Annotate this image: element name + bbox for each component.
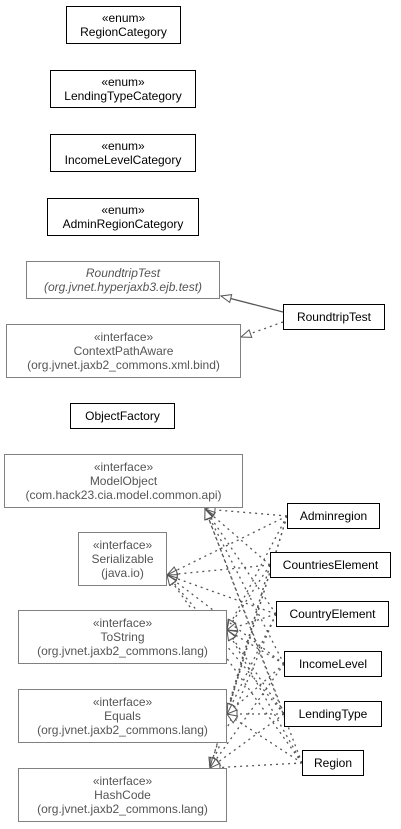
to-string-package: (org.jvnet.jaxb2_commons.lang) xyxy=(37,644,208,658)
model-object-stereotype: «interface» xyxy=(93,460,154,474)
countries-element-implements-model-object-edge xyxy=(205,509,271,566)
roundtrip-test-base-class[interactable]: RoundtripTest (org.jvnet.hyperjaxb3.ejb.… xyxy=(26,261,220,299)
adminregion-name: Adminregion xyxy=(299,509,368,523)
region-category-stereotype: «enum» xyxy=(101,11,146,25)
hash-code-name: HashCode xyxy=(94,788,151,802)
income-level-category-stereotype: «enum» xyxy=(101,139,145,153)
model-object-name: ModelObject xyxy=(89,474,158,488)
country-element-implements-serializable-edge xyxy=(167,575,277,615)
roundtrip-test-context-path-aware-edge xyxy=(241,321,284,337)
country-element-name: CountryElement xyxy=(289,607,376,621)
countries-element-implements-to-string-edge xyxy=(227,564,271,630)
income-level-implements-model-object-edge xyxy=(205,509,285,665)
equals-interface[interactable]: «interface» Equals (org.jvnet.jaxb2_comm… xyxy=(18,689,227,743)
object-factory-class[interactable]: ObjectFactory xyxy=(70,403,175,429)
serializable-package: (java.io) xyxy=(101,566,144,580)
context-path-aware-interface[interactable]: «interface» ContextPathAware (org.jvnet.… xyxy=(6,324,241,378)
region-category-class[interactable]: «enum» RegionCategory xyxy=(66,6,181,44)
adminregion-class[interactable]: Adminregion xyxy=(287,503,380,529)
roundtrip-test-class[interactable]: RoundtripTest xyxy=(283,304,385,330)
region-implements-to-string-edge xyxy=(227,630,303,764)
hash-code-interface[interactable]: «interface» HashCode (org.jvnet.jaxb2_co… xyxy=(18,768,227,822)
context-path-aware-name: ContextPathAware xyxy=(73,344,174,358)
income-level-category-name: IncomeLevelCategory xyxy=(64,153,182,167)
country-element-implements-model-object-edge xyxy=(205,509,277,615)
admin-region-category-name: AdminRegionCategory xyxy=(62,217,184,231)
model-object-package: (com.hack23.cia.model.common.api) xyxy=(25,488,222,502)
roundtrip-test-base-package: (org.jvnet.hyperjaxb3.ejb.test) xyxy=(43,280,203,294)
region-name: Region xyxy=(313,756,353,770)
adminregion-implements-serializable-edge xyxy=(167,515,288,575)
equals-stereotype: «interface» xyxy=(92,695,153,709)
country-element-implements-to-string-edge xyxy=(227,613,277,630)
hash-code-stereotype: «interface» xyxy=(92,774,153,788)
income-level-name: IncomeLevel xyxy=(298,657,368,671)
country-element-implements-equals-edge xyxy=(227,613,277,714)
lending-type-category-name: LendingTypeCategory xyxy=(64,89,182,103)
lending-type-category-class[interactable]: «enum» LendingTypeCategory xyxy=(50,70,196,108)
admin-region-category-class[interactable]: «enum» AdminRegionCategory xyxy=(47,198,199,236)
income-level-category-class[interactable]: «enum» IncomeLevelCategory xyxy=(50,134,196,172)
lending-type-category-stereotype: «enum» xyxy=(101,75,145,89)
context-path-aware-stereotype: «interface» xyxy=(93,330,154,344)
to-string-interface[interactable]: «interface» ToString (org.jvnet.jaxb2_co… xyxy=(18,610,227,664)
region-class[interactable]: Region xyxy=(302,750,364,776)
roundtrip-test-base-name: RoundtripTest xyxy=(85,266,161,280)
serializable-stereotype: «interface» xyxy=(92,538,153,552)
income-level-class[interactable]: IncomeLevel xyxy=(284,651,382,677)
region-category-name: RegionCategory xyxy=(80,25,167,39)
lending-type-implements-to-string-edge xyxy=(227,630,285,715)
equals-package: (org.jvnet.jaxb2_commons.lang) xyxy=(37,723,208,737)
lending-type-name: LendingType xyxy=(298,707,368,721)
object-factory-name: ObjectFactory xyxy=(85,409,160,423)
model-object-interface[interactable]: «interface» ModelObject (com.hack23.cia.… xyxy=(4,454,243,508)
countries-element-class[interactable]: CountriesElement xyxy=(270,552,391,578)
countries-element-name: CountriesElement xyxy=(282,558,379,572)
serializable-interface[interactable]: «interface» Serializable (java.io) xyxy=(78,532,167,586)
equals-name: Equals xyxy=(104,709,141,723)
countries-element-implements-serializable-edge xyxy=(167,564,271,575)
to-string-name: ToString xyxy=(100,630,145,644)
income-level-implements-equals-edge xyxy=(227,663,285,714)
adminregion-implements-model-object-edge xyxy=(205,509,288,517)
roundtrip-test-name: RoundtripTest xyxy=(296,310,372,324)
roundtrip-test-extends-edge xyxy=(221,296,284,313)
hash-code-package: (org.jvnet.jaxb2_commons.lang) xyxy=(37,802,208,816)
to-string-stereotype: «interface» xyxy=(92,616,153,630)
serializable-name: Serializable xyxy=(91,552,154,566)
lending-type-class[interactable]: LendingType xyxy=(284,701,382,727)
admin-region-category-stereotype: «enum» xyxy=(101,203,145,217)
region-implements-serializable-edge xyxy=(167,575,303,764)
country-element-class[interactable]: CountryElement xyxy=(276,601,389,627)
context-path-aware-package: (org.jvnet.jaxb2_commons.xml.bind) xyxy=(27,358,220,372)
